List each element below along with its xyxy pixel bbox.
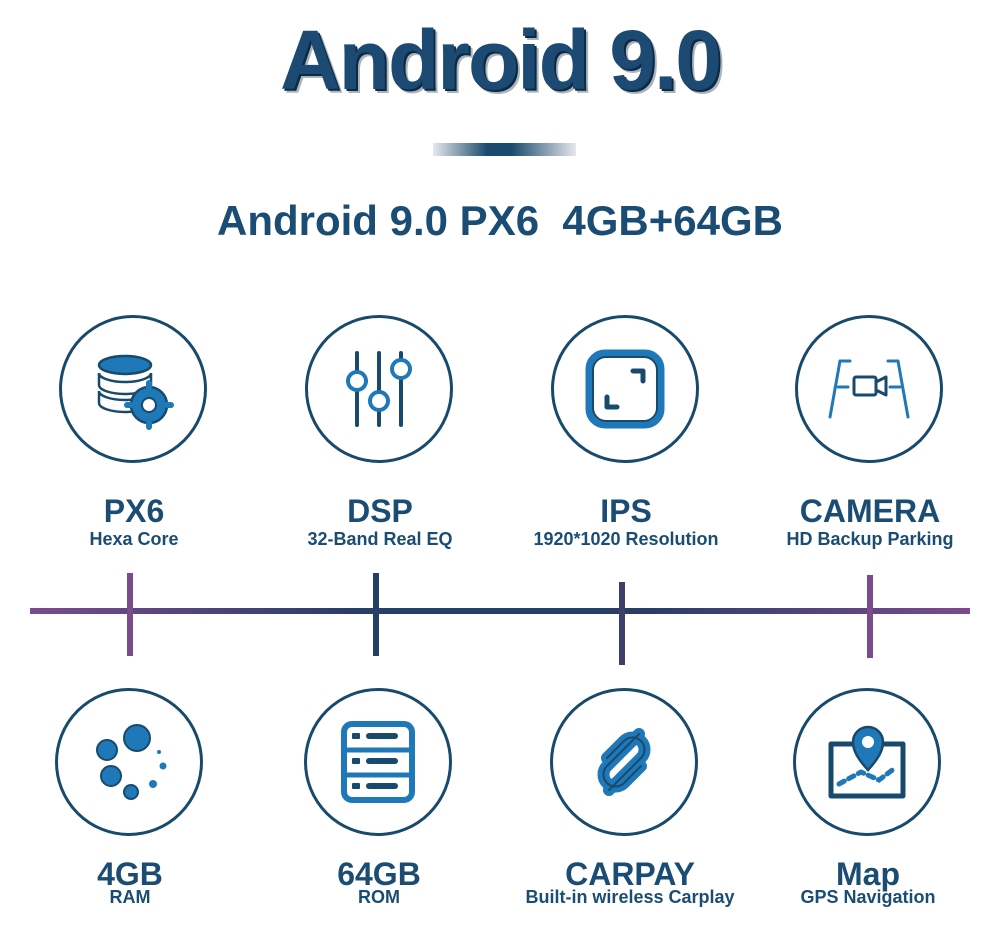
feature-label: CARPAY [565, 856, 695, 892]
equalizer-sliders-icon [305, 315, 453, 463]
feature-label: DSP [347, 493, 413, 529]
feature-sublabel: Hexa Core [89, 529, 179, 549]
feature-sublabel: Built-in wireless Carplay [525, 887, 735, 907]
feature-timeline [30, 573, 970, 665]
ram-dots-icon [55, 688, 203, 836]
page-subtitle: Android 9.0 PX6 4GB+64GB [216, 197, 783, 244]
feature-label: 4GB [97, 856, 163, 892]
timeline-tick [619, 582, 625, 665]
feature-sublabel: 32-Band Real EQ [307, 529, 453, 549]
carplay-link-icon [550, 688, 698, 836]
timeline-line [30, 608, 970, 614]
timeline-tick [867, 575, 873, 658]
timeline-tick [127, 573, 133, 656]
feature-sublabel: RAM [109, 887, 151, 907]
database-cpu-icon [59, 315, 207, 463]
feature-label: CAMERA [799, 493, 941, 529]
map-pin-icon [793, 688, 941, 836]
title-underline [433, 143, 576, 156]
screen-expand-icon [551, 315, 699, 463]
feature-label: IPS [600, 493, 652, 529]
feature-sublabel: GPS Navigation [800, 887, 936, 907]
feature-label: Map [836, 856, 900, 892]
backup-camera-icon [795, 315, 943, 463]
feature-label: 64GB [337, 856, 421, 892]
page-title: Android 9.0 [279, 13, 722, 107]
feature-sublabel: ROM [358, 887, 400, 907]
feature-sublabel: 1920*1020 Resolution [533, 529, 719, 549]
timeline-tick [373, 573, 379, 656]
server-storage-icon [304, 688, 452, 836]
feature-sublabel: HD Backup Parking [786, 529, 954, 549]
feature-label: PX6 [103, 493, 165, 529]
